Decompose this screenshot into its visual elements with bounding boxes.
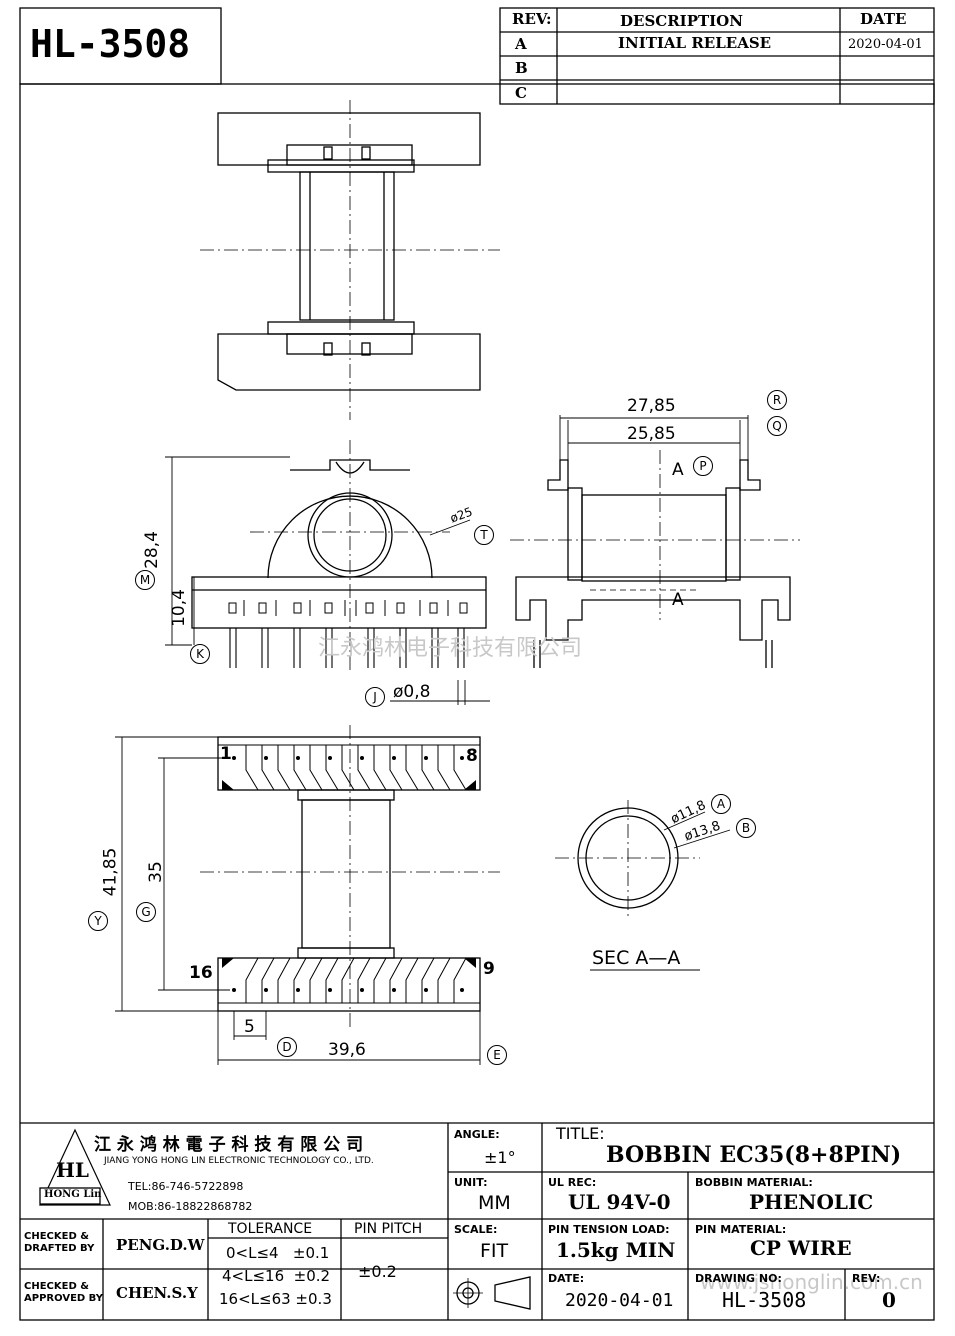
- dim-pin-diameter: ø0,8: [393, 682, 431, 702]
- material-value: PHENOLIC: [749, 1190, 874, 1214]
- dim-overall-length: 41,85: [100, 847, 121, 897]
- title-block-grid: [20, 1122, 934, 1320]
- dim-top-width-outer: 27,85: [627, 396, 676, 416]
- marker-m: M: [135, 570, 155, 590]
- marker-e: E: [487, 1045, 507, 1065]
- date-value: 2020-04-01: [565, 1290, 674, 1311]
- angle-value: ±1°: [484, 1148, 516, 1167]
- watermark-cn: 江永鸿林电子科技有限公司: [318, 636, 583, 661]
- dim-pin-pitch: 5: [244, 1017, 255, 1037]
- section-label: SEC A—A: [592, 947, 681, 969]
- dim-top-width-inner: 25,85: [627, 424, 676, 444]
- side-view: [510, 415, 800, 668]
- company-logo-mark: HL: [56, 1158, 89, 1182]
- dim-height-base: 10,4: [168, 589, 189, 627]
- pin-label-1: 1: [220, 744, 232, 764]
- pin-label-8: 8: [466, 746, 478, 766]
- rev-row-a: A: [515, 35, 527, 53]
- sheet-border: [19, 83, 935, 1321]
- rev-row-c: C: [515, 84, 527, 102]
- section-mark-bottom: A: [672, 590, 684, 610]
- pin-material-label: PIN MATERIAL:: [695, 1223, 787, 1236]
- watermark-url: www.jshonglin.com.cn: [700, 1270, 923, 1294]
- marker-j: J: [365, 687, 385, 707]
- marker-b: B: [736, 818, 756, 838]
- unit-value: MM: [478, 1192, 511, 1214]
- ulrec-label: UL REC:: [548, 1176, 597, 1189]
- tolerance-row-1: 0<L≤4 ±0.1: [226, 1244, 330, 1262]
- company-name-cn: 江 永 鸿 林 電 子 科 技 有 限 公 司: [94, 1135, 364, 1155]
- dim-pin-row-spacing: 35: [145, 861, 166, 883]
- rev-value: 0: [882, 1288, 896, 1312]
- drawing-no-label: DRAWING NO:: [695, 1272, 782, 1285]
- angle-label: ANGLE:: [454, 1128, 500, 1141]
- description-header: DESCRIPTION: [620, 12, 743, 30]
- checked-approved-value: CHEN.S.Y: [116, 1284, 198, 1302]
- company-mob: MOB:86-18822868782: [128, 1200, 253, 1213]
- tolerance-label: TOLERANCE: [228, 1221, 313, 1237]
- pin-label-9: 9: [483, 959, 495, 979]
- company-tel: TEL:86-746-5722898: [128, 1180, 244, 1193]
- pin-pitch-value: ±0.2: [358, 1262, 397, 1281]
- top-view: [200, 100, 500, 420]
- marker-p: P: [693, 456, 713, 476]
- checked-drafted-label: CHECKED & DRAFTED BY: [24, 1231, 95, 1254]
- marker-g: G: [136, 902, 156, 922]
- marker-t: T: [474, 525, 494, 545]
- revision-table-grid: [499, 7, 935, 105]
- dim-overall-width: 39,6: [328, 1040, 366, 1060]
- section-mark-top: A: [672, 460, 684, 480]
- pin-tension-label: PIN TENSION LOAD:: [548, 1223, 670, 1236]
- pin-tension-value: 1.5kg MIN: [556, 1238, 676, 1262]
- company-name-en: JIANG YONG HONG LIN ELECTRONIC TECHNOLOG…: [104, 1156, 374, 1166]
- tolerance-row-3: 16<L≤63 ±0.3: [219, 1290, 332, 1308]
- bottom-view: [115, 725, 500, 1065]
- rev-row-b: B: [515, 59, 528, 77]
- checked-drafted-value: PENG.D.W: [116, 1236, 205, 1254]
- rev-header: REV:: [512, 10, 552, 28]
- pin-material-value: CP WIRE: [750, 1236, 852, 1260]
- dim-height-total: 28,4: [141, 531, 162, 569]
- checked-approved-label: CHECKED & APPROVED BY: [24, 1281, 103, 1304]
- front-view: [165, 440, 490, 705]
- part-number: HL-3508: [30, 22, 191, 66]
- part-number-box: [19, 7, 222, 85]
- marker-r: R: [767, 390, 787, 410]
- title-value: BOBBIN EC35(8+8PIN): [606, 1142, 902, 1168]
- rev-label: REV:: [852, 1272, 881, 1285]
- material-label: BOBBIN MATERIAL:: [695, 1176, 813, 1189]
- rev-row-a-description: INITIAL RELEASE: [618, 34, 772, 52]
- drawing-no-value: HL-3508: [722, 1288, 807, 1312]
- marker-d: D: [277, 1037, 297, 1057]
- pin-label-16: 16: [189, 963, 213, 983]
- ulrec-value: UL 94V-0: [568, 1190, 671, 1214]
- section-a-a: [555, 800, 731, 971]
- tolerance-row-2: 4<L≤16 ±0.2: [222, 1267, 331, 1285]
- company-logo-sub: HONG Lin: [44, 1189, 102, 1200]
- marker-y: Y: [88, 911, 108, 931]
- date-header: DATE: [860, 10, 907, 28]
- scale-value: FIT: [480, 1240, 509, 1262]
- unit-label: UNIT:: [454, 1176, 488, 1189]
- scale-label: SCALE:: [454, 1223, 498, 1236]
- marker-a: A: [711, 794, 731, 814]
- rev-row-a-date: 2020-04-01: [848, 37, 923, 52]
- pin-pitch-label: PIN PITCH: [354, 1221, 423, 1237]
- marker-k: K: [190, 644, 210, 664]
- marker-q: Q: [767, 416, 787, 436]
- date-label: DATE:: [548, 1272, 585, 1285]
- title-label: TITLE:: [556, 1124, 605, 1143]
